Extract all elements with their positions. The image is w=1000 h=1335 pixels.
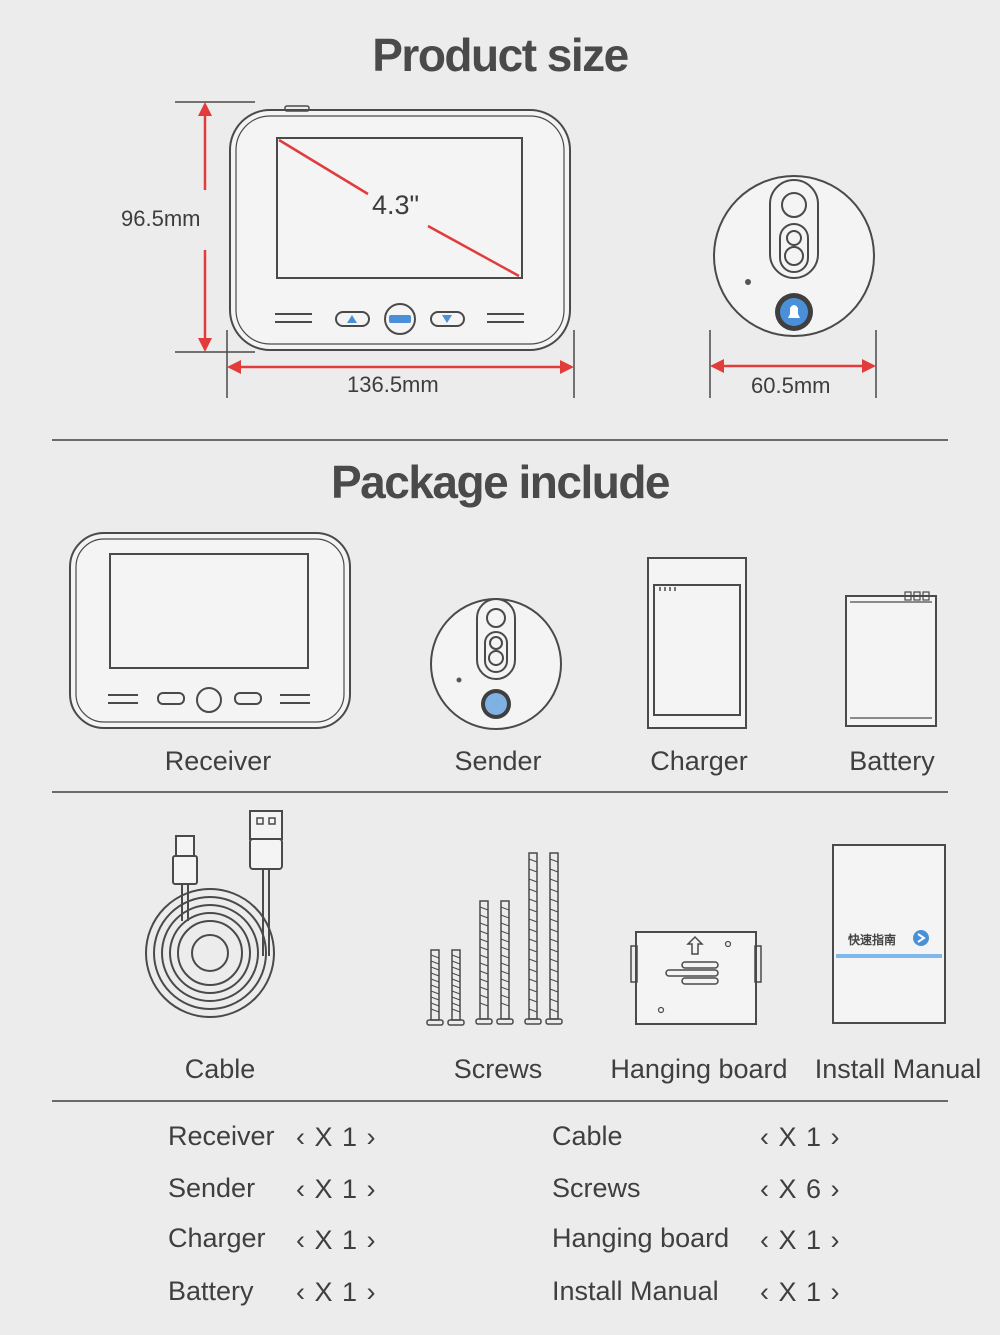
sender-icon (430, 598, 562, 730)
qty-name-cable: Cable (552, 1121, 623, 1151)
battery-icon (845, 591, 937, 727)
qty-name-screws: Screws (552, 1173, 641, 1203)
width-dimension-label: 136.5mm (347, 372, 439, 397)
caption-receiver: Receiver (164, 746, 272, 776)
manual-cover-text: 快速指南 (848, 933, 897, 947)
height-dimension-label: 96.5mm (121, 206, 201, 231)
caption-install-manual: Install Manual (814, 1054, 982, 1084)
qty-value-charger: ‹ X 1 › (296, 1225, 377, 1255)
qty-name-install-manual: Install Manual (552, 1276, 719, 1306)
charger-icon (647, 557, 747, 729)
qty-value-sender: ‹ X 1 › (296, 1174, 377, 1204)
sender-width-label: 60.5mm (751, 373, 831, 398)
package-title: Package include (331, 456, 671, 508)
sender-dimension-drawing (709, 175, 877, 398)
divider-3 (52, 1100, 948, 1102)
qty-value-hanging-board: ‹ X 1 › (760, 1225, 841, 1255)
cable-icon (145, 810, 283, 1018)
qty-value-receiver: ‹ X 1 › (296, 1122, 377, 1152)
caption-screws: Screws (453, 1054, 543, 1084)
caption-battery: Battery (849, 746, 935, 776)
divider-2 (52, 791, 948, 793)
qty-value-cable: ‹ X 1 › (760, 1122, 841, 1152)
qty-value-install-manual: ‹ X 1 › (760, 1277, 841, 1307)
manual-icon (832, 844, 946, 1024)
qty-name-hanging-board: Hanging board (552, 1223, 730, 1253)
receiver-icon (69, 532, 351, 729)
qty-name-sender: Sender (168, 1173, 256, 1203)
qty-name-battery: Battery (168, 1276, 254, 1306)
divider-1 (52, 439, 948, 441)
screen-size-label: 4.3" (372, 190, 420, 220)
caption-hanging-board: Hanging board (610, 1054, 788, 1084)
qty-value-battery: ‹ X 1 › (296, 1277, 377, 1307)
caption-sender: Sender (454, 746, 542, 776)
caption-cable: Cable (184, 1054, 256, 1084)
qty-value-screws: ‹ X 6 › (760, 1174, 841, 1204)
hanging-board-icon (630, 931, 762, 1025)
qty-name-receiver: Receiver (168, 1121, 275, 1151)
product-size-title: Product size (372, 29, 629, 81)
qty-name-charger: Charger (168, 1223, 266, 1253)
receiver-dimension-drawing (175, 101, 575, 398)
caption-charger: Charger (650, 746, 748, 776)
screws-icon (426, 852, 563, 1026)
